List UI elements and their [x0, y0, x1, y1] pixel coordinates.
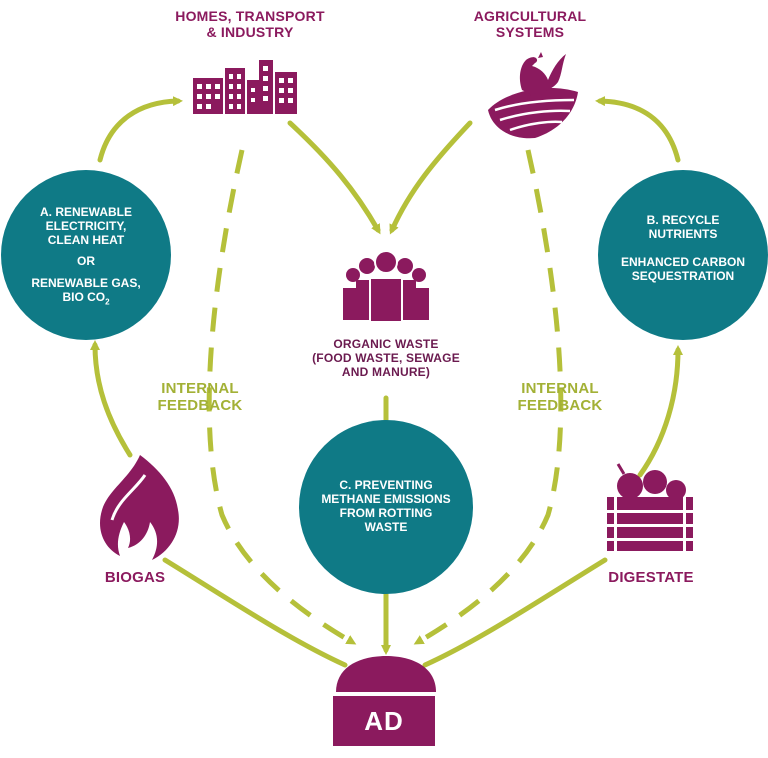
feedback-right-line1: INTERNAL: [521, 380, 599, 397]
circle-a-line1: A. RENEWABLE: [39, 205, 132, 219]
organic-waste-line3: AND MANURE): [341, 364, 431, 379]
circle-c-text: C. PREVENTING METHANE EMISSIONS FROM ROT…: [301, 478, 471, 535]
circle-a-line2: ELECTRICITY,: [45, 219, 127, 234]
feedback-left-line2: FEEDBACK: [157, 397, 243, 415]
organic-waste-label: ORGANIC WASTE (FOOD WASTE, SEWAGE AND MA…: [286, 337, 486, 379]
circle-c-line1: C. PREVENTING: [339, 478, 433, 492]
digestate-label: DIGESTATE: [596, 569, 706, 586]
circle-b-line1: B. RECYCLE: [646, 213, 720, 227]
arrow-circle-a-to-homes: [97, 96, 183, 163]
biogas-label-text: BIOGAS: [104, 569, 166, 586]
circle-b-text: B. RECYCLE NUTRIENTS ENHANCED CARBON SEQ…: [608, 213, 758, 284]
crate-icon: [607, 463, 693, 551]
feedback-right-label: INTERNAL FEEDBACK: [500, 380, 620, 415]
circle-a-line5: RENEWABLE GAS,: [31, 275, 141, 290]
rooster-field-icon: [488, 52, 578, 139]
circle-a-text: A. RENEWABLE ELECTRICITY, CLEAN HEAT OR …: [16, 205, 156, 307]
arrow-digestate-to-ad: [422, 557, 608, 668]
circle-c: [299, 420, 473, 594]
homes-label: HOMES, TRANSPORT & INDUSTRY: [150, 8, 350, 40]
organic-waste-line1: ORGANIC WASTE: [333, 337, 439, 351]
circle-c-line3: FROM ROTTING: [339, 506, 433, 521]
biogas-label: BIOGAS: [90, 569, 180, 586]
feedback-right-line2: FEEDBACK: [517, 397, 603, 415]
circle-c-line4: WASTE: [364, 520, 408, 535]
arrow-homes-to-waste: [287, 120, 381, 235]
feedback-dashes: [206, 149, 564, 645]
arrow-agri-to-circle-b: [595, 96, 681, 163]
dome-icon: [333, 656, 436, 746]
homes-label-line2: & INDUSTRY: [206, 24, 294, 41]
agri-label-line1: AGRICULTURAL: [473, 8, 587, 24]
circle-a-subscript: 2: [105, 297, 110, 307]
agri-label: AGRICULTURAL SYSTEMS: [430, 8, 630, 40]
arrow-biogas-to-circle-a: [90, 340, 133, 458]
dashed-right-feedback: [413, 149, 564, 645]
circle-b-line4: SEQUESTRATION: [631, 269, 735, 284]
ad-label: AD: [364, 706, 404, 736]
organic-waste-line2: (FOOD WASTE, SEWAGE: [312, 350, 460, 365]
circle-a-line6: BIO CO: [62, 289, 106, 304]
circle-b-line3: ENHANCED CARBON: [620, 255, 745, 270]
circle-c-line2: METHANE EMISSIONS: [321, 492, 451, 507]
feedback-left-label: INTERNAL FEEDBACK: [140, 380, 260, 415]
circle-b-line2: NUTRIENTS: [648, 227, 718, 242]
homes-label-line1: HOMES, TRANSPORT: [175, 8, 325, 24]
circle-b: [598, 170, 768, 340]
flow-arrows: [90, 96, 683, 668]
arrow-digestate-to-circle-b: [637, 345, 683, 478]
flame-icon: [100, 455, 179, 560]
arrow-biogas-to-ad: [162, 557, 348, 668]
buildings-icon: [193, 60, 297, 114]
arrow-agri-to-waste: [389, 120, 473, 235]
circle-a-line4: OR: [77, 254, 95, 269]
agri-label-line2: SYSTEMS: [495, 24, 565, 41]
people-group-icon: [343, 250, 429, 323]
digestate-label-text: DIGESTATE: [608, 569, 694, 586]
dashed-left-feedback: [206, 149, 357, 645]
circle-a-line3: CLEAN HEAT: [47, 233, 125, 248]
feedback-left-line1: INTERNAL: [161, 380, 239, 397]
circle-a: [1, 170, 171, 340]
